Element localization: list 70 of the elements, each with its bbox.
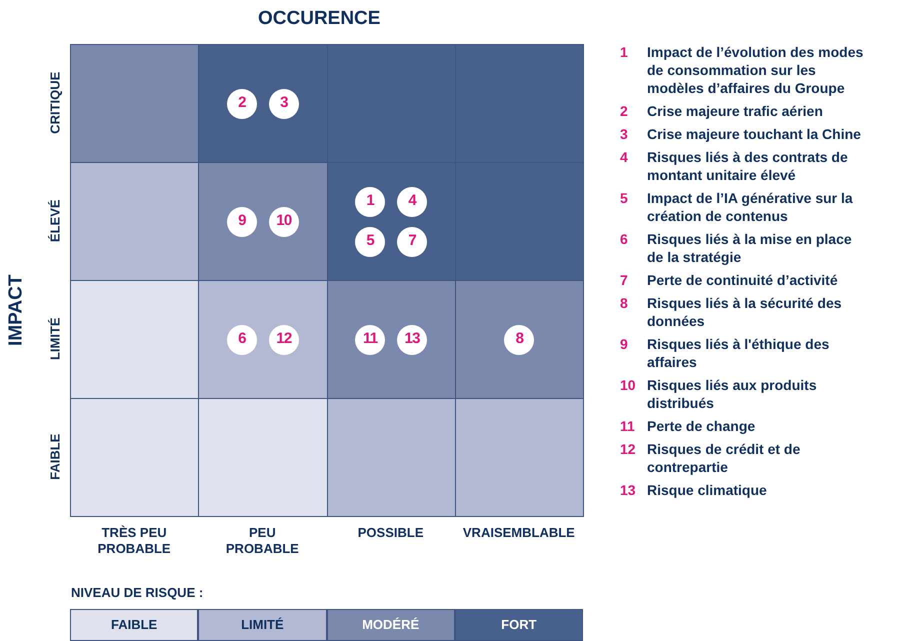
column-label: VRAISEMBLABLE — [462, 525, 575, 541]
callout-number: 1 — [355, 186, 386, 216]
list-number: 7 — [620, 271, 629, 289]
list-number: 2 — [620, 102, 629, 120]
risk-matrix-cell — [454, 398, 584, 517]
risk-description: Perte de change — [647, 417, 756, 435]
axis-title: IMPACT — [4, 274, 28, 346]
risk-description: Crise majeure touchant la Chine — [647, 125, 862, 143]
risk-description: Risques liés à l'éthique des affaires — [647, 335, 830, 371]
legend-label: FORT — [501, 616, 537, 634]
risk-description: Risques liés à la mise en place de la stratégie — [647, 230, 853, 266]
risk-description: Risques liés à la sécurité des données — [647, 294, 843, 330]
callout-number: 2 — [226, 88, 257, 118]
risk-matrix-cell — [70, 44, 200, 163]
risk-matrix-cell — [198, 280, 328, 399]
risk-matrix-cell — [70, 162, 200, 281]
risk-matrix-cell — [326, 398, 456, 517]
risk-description: Risques liés aux produits distribués — [647, 376, 818, 412]
risk-description: Risque climatique — [647, 481, 768, 499]
risk-matrix-cell — [198, 398, 328, 517]
risk-description: Risques de crédit et de contrepartie — [647, 440, 802, 476]
callout-number: 9 — [226, 206, 257, 236]
list-number: 6 — [620, 230, 629, 249]
legend-title: NIVEAU DE RISQUE : — [71, 584, 204, 602]
row-label: ÉLEVÉ — [46, 200, 64, 242]
legend-label: LIMITÉ — [241, 616, 284, 634]
callout-number: 4 — [397, 186, 428, 216]
callout-number: 3 — [268, 88, 299, 118]
risk-matrix-cell — [326, 44, 456, 163]
risk-matrix-cell — [454, 280, 584, 399]
list-number: 11 — [620, 417, 636, 435]
callout-number: 10 — [268, 206, 299, 236]
list-number: 5 — [620, 189, 629, 208]
callout-number: 7 — [397, 226, 428, 256]
callout-number: 6 — [226, 324, 257, 354]
risk-description: Impact de l’IA générative sur la création de contenus — [647, 189, 854, 225]
list-number: 4 — [620, 148, 629, 167]
risk-matrix-cell — [70, 398, 200, 517]
risk-matrix-cell — [198, 44, 328, 163]
list-number: 8 — [620, 294, 629, 313]
risk-matrix-cell — [326, 162, 456, 281]
callout-number: 13 — [397, 324, 428, 354]
row-label: FAIBLE — [46, 434, 64, 480]
list-number: 13 — [620, 481, 637, 499]
legend-label: MODÉRÉ — [362, 616, 420, 634]
risk-matrix-cell — [454, 162, 584, 281]
callout-number: 8 — [504, 324, 534, 354]
axis-title: OCCURENCE — [258, 7, 380, 31]
list-number: 1 — [620, 43, 629, 62]
risk-description: Risques liés à des contrats de montant unitaire élevé — [647, 148, 849, 184]
legend-label: FAIBLE — [111, 616, 158, 634]
column-label: TRÈS PEU PROBABLE — [96, 525, 172, 557]
column-label: POSSIBLE — [358, 525, 424, 541]
callout-number: 11 — [355, 324, 386, 354]
column-label: PEU PROBABLE — [224, 525, 300, 557]
list-number: 3 — [620, 125, 629, 143]
list-number: 9 — [620, 335, 629, 354]
callout-number: 12 — [268, 324, 299, 354]
risk-description: Crise majeure trafic aérien — [647, 102, 824, 120]
row-label: LIMITÉ — [46, 318, 64, 360]
risk-description: Impact de l’évolution des modes de consommation sur les modèles d’affaires du Groupe — [647, 43, 864, 97]
list-number: 12 — [620, 440, 637, 459]
row-label: CRITIQUE — [46, 72, 64, 134]
callout-number: 5 — [355, 226, 386, 256]
risk-matrix-cell — [326, 280, 456, 399]
risk-description: Perte de continuité d’activité — [647, 271, 839, 289]
list-number: 10 — [620, 376, 637, 395]
risk-matrix-cell — [454, 44, 584, 163]
risk-matrix-cell — [70, 280, 200, 399]
risk-matrix-cell — [198, 162, 328, 281]
